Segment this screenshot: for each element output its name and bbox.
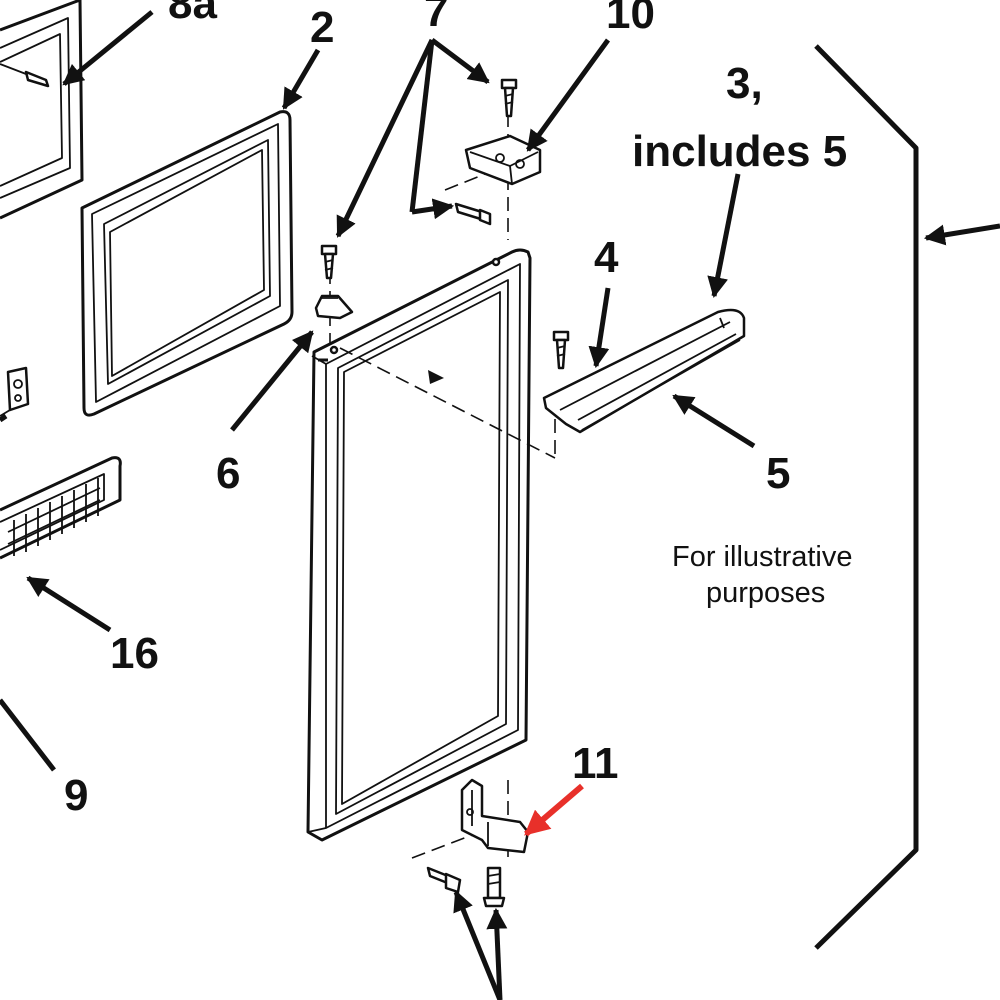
screw-bottom: [482, 866, 506, 908]
top-hinge-part-10: [464, 134, 542, 186]
grille-slots: [7, 478, 101, 556]
callout-4: 4: [594, 233, 619, 282]
upper-door-frame-partial: [0, 0, 84, 220]
assembly-bracket: [814, 44, 919, 950]
callout-8a: 8a: [168, 0, 217, 28]
callout-11: 11: [572, 739, 619, 788]
screw-handle: [552, 330, 570, 370]
illustrative-note-line1: For illustrative: [672, 541, 853, 573]
callout-2: 2: [310, 3, 334, 52]
screw-7-top: [500, 78, 518, 118]
bottom-hinge-part-11: [460, 778, 530, 854]
callout-9: 9: [64, 771, 88, 820]
callout-6: 6: [216, 449, 240, 498]
fresh-food-door-frame: [306, 248, 532, 842]
hinge-cap-part-6: [314, 294, 354, 320]
door-gasket-part-2: [80, 110, 294, 417]
callout-5: 5: [766, 449, 790, 498]
screw-7-side: [454, 202, 492, 226]
screw-8a: [0, 63, 50, 88]
screw-bottom-side: [426, 866, 462, 894]
callout-10: 10: [606, 0, 655, 38]
left-hinge-fragment: [0, 366, 30, 417]
callout-16: 16: [110, 629, 159, 678]
highlight-arrow: [524, 783, 584, 837]
screw-7-left: [320, 244, 338, 280]
callout-7: 7: [424, 0, 448, 36]
leader-lines: [0, 10, 1000, 1000]
kickplate-grille-part-16: [0, 456, 122, 560]
callout-3-includes: includes 5: [632, 127, 847, 176]
callout-3: 3,: [726, 59, 763, 108]
illustrative-note-line2: purposes: [706, 577, 825, 609]
door-handle-part-3: [542, 308, 746, 434]
